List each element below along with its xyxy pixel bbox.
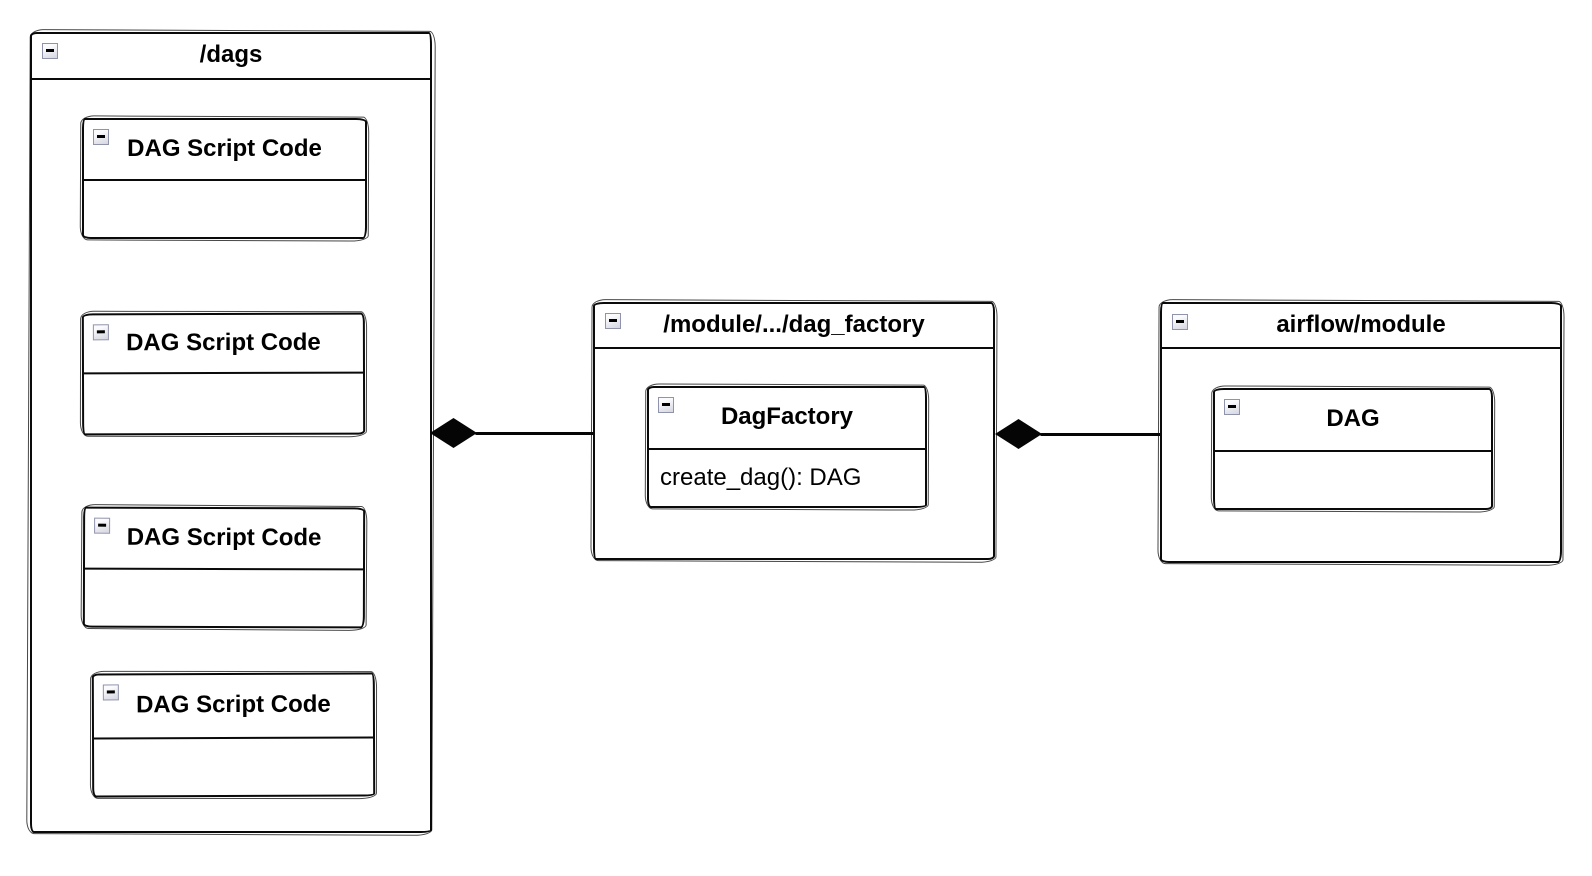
composition-diamond-dag-factory[interactable] [995,419,1042,449]
package-dag-factory-titlebar: /module/.../dag_factory [595,304,993,349]
class-dag-script-code-3[interactable]: DAG Script Code [82,506,366,629]
class-dag-script-code-2[interactable]: DAG Script Code [81,312,366,436]
package-airflow-module-titlebar: airflow/module [1162,304,1560,349]
class-empty-section [1215,452,1491,507]
composition-diamond-dags[interactable] [430,418,477,448]
class-name-label: DAG Script Code [136,690,331,719]
class-title-row: DAG Script Code [84,120,365,181]
class-empty-section [84,181,365,236]
method-create-dag: create_dag(): DAG [660,463,862,491]
class-name-label: DAG [1326,405,1380,432]
package-airflow-module-title: airflow/module [1276,311,1446,338]
class-title-row: DAG Script Code [84,508,364,571]
collapse-minus-icon[interactable] [92,324,109,341]
collapse-minus-icon[interactable] [658,397,674,413]
collapse-minus-icon[interactable] [93,129,109,145]
edge-dagfactory-to-airflow[interactable] [1040,433,1164,436]
package-airflow-module[interactable]: airflow/module DAG [1160,302,1562,563]
package-dags[interactable]: /dags DAG Script Code DAG Script Code DA… [30,32,432,833]
collapse-minus-icon[interactable] [1224,399,1240,415]
collapse-minus-icon[interactable] [605,313,621,329]
class-title-row: DAG [1215,390,1491,452]
class-name-label: DAG Script Code [126,523,322,552]
edge-dags-to-dagfactory[interactable] [475,432,597,435]
package-dag-factory[interactable]: /module/.../dag_factory DagFactory creat… [593,302,995,560]
class-dag[interactable]: DAG [1213,388,1493,510]
collapse-minus-icon[interactable] [1172,314,1188,330]
class-name-label: DagFactory [720,403,854,430]
package-dag-factory-title: /module/.../dag_factory [663,311,925,338]
collapse-minus-icon[interactable] [42,43,58,59]
class-title-row: DagFactory [649,388,925,450]
package-dags-title: /dags [199,41,263,68]
class-title-row: DAG Script Code [93,674,374,740]
class-dag-script-code-4[interactable]: DAG Script Code [91,672,376,798]
collapse-minus-icon[interactable] [94,517,111,534]
class-dagfactory[interactable]: DagFactory create_dag(): DAG [647,386,927,508]
class-name-label: DAG Script Code [126,328,321,357]
collapse-minus-icon[interactable] [102,684,119,701]
class-method-section: create_dag(): DAG [649,450,925,505]
class-dag-script-code-1[interactable]: DAG Script Code [82,118,367,239]
package-dags-titlebar: /dags [32,34,430,80]
class-empty-section [84,374,363,433]
class-name-label: DAG Script Code [127,135,322,162]
class-empty-section [94,739,373,795]
class-title-row: DAG Script Code [83,314,363,375]
class-empty-section [85,570,363,626]
